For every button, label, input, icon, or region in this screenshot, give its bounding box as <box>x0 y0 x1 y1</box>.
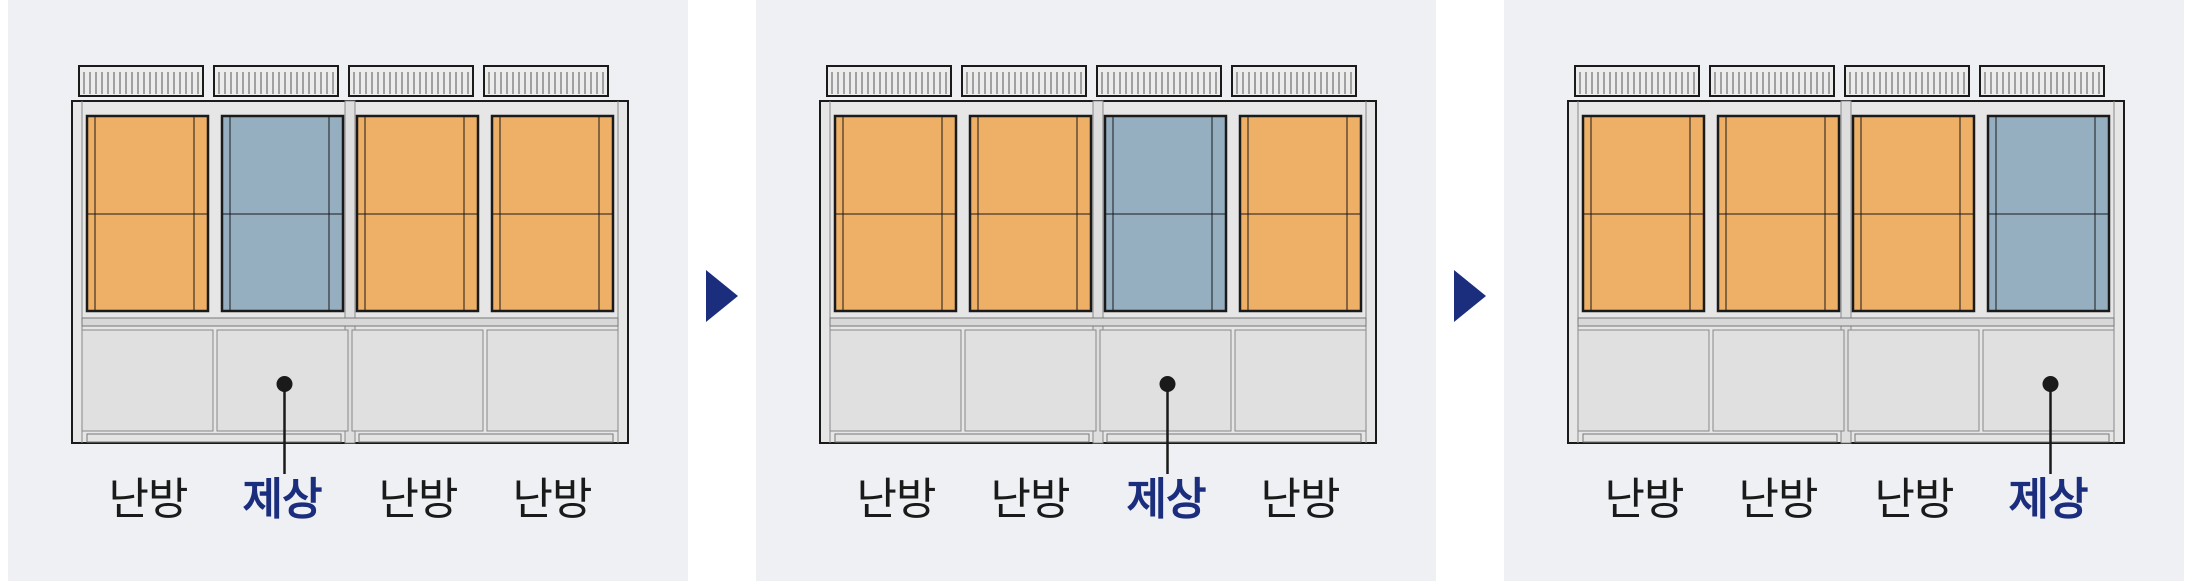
mid-rail <box>81 317 619 327</box>
fan-grille <box>78 65 204 97</box>
service-panel <box>1847 329 1980 432</box>
fan-grille <box>961 65 1087 97</box>
fan-grille <box>1979 65 2105 97</box>
base-rail <box>1582 433 1838 443</box>
fan-grille-slats <box>218 72 334 94</box>
outdoor-unit-drawing <box>819 65 1377 474</box>
stage-panel-1: 난방 제상 난방 난방 <box>8 0 688 581</box>
fan-grille <box>1844 65 1970 97</box>
mid-rail <box>829 317 1367 327</box>
fan-grille-slats <box>488 72 604 94</box>
service-panel <box>351 329 484 432</box>
base-rail <box>86 433 342 443</box>
outdoor-unit <box>71 64 629 474</box>
center-divider <box>344 100 356 444</box>
center-divider <box>1092 100 1104 444</box>
defrost-pointer-dot <box>2042 376 2059 392</box>
fan-grille <box>1096 65 1222 97</box>
base-rail <box>1854 433 2110 443</box>
fan-grille <box>483 65 609 97</box>
stage-panel-2: 난방 난방 제상 난방 <box>756 0 1436 581</box>
base-rail <box>834 433 1090 443</box>
module-label-3: 난방 <box>1874 474 1955 525</box>
defrost-pointer-dot <box>1159 376 1176 392</box>
right-triangle-arrow-icon <box>706 270 738 322</box>
fan-grille <box>213 65 339 97</box>
center-divider <box>1840 100 1852 444</box>
fan-grille-slats <box>1579 72 1695 94</box>
module-label-3: 난방 <box>378 474 459 525</box>
module-label-3: 제상 <box>1126 474 1207 525</box>
fan-grille-slats <box>353 72 469 94</box>
outdoor-unit <box>819 64 1377 474</box>
service-panel <box>1577 329 1710 432</box>
right-triangle-arrow-icon <box>1454 270 1486 322</box>
module-labels: 난방 제상 난방 난방 <box>71 470 629 540</box>
base-rail <box>1106 433 1362 443</box>
fan-grille-slats <box>1849 72 1965 94</box>
module-label-1: 난방 <box>108 474 189 525</box>
module-label-1: 난방 <box>1604 474 1685 525</box>
mid-rail <box>1577 317 2115 327</box>
module-label-2: 난방 <box>990 474 1071 525</box>
fan-grille <box>1709 65 1835 97</box>
module-label-1: 난방 <box>856 474 937 525</box>
outdoor-unit <box>1567 64 2125 474</box>
module-labels: 난방 난방 제상 난방 <box>819 470 1377 540</box>
fan-grille-slats <box>1984 72 2100 94</box>
module-label-4: 난방 <box>512 474 593 525</box>
service-panel <box>1712 329 1845 432</box>
base-rail <box>358 433 614 443</box>
module-labels: 난방 난방 난방 제상 <box>1567 470 2125 540</box>
service-panel <box>964 329 1097 432</box>
fan-grille <box>348 65 474 97</box>
service-panel <box>1234 329 1367 432</box>
fan-grille-slats <box>1236 72 1352 94</box>
fan-grille-slats <box>83 72 199 94</box>
fan-grille <box>1231 65 1357 97</box>
fan-grille-slats <box>831 72 947 94</box>
defrost-pointer-dot <box>276 376 293 392</box>
service-panel <box>486 329 619 432</box>
fan-grille-slats <box>1714 72 1830 94</box>
module-label-2: 제상 <box>242 474 323 525</box>
service-panel <box>829 329 962 432</box>
module-label-2: 난방 <box>1738 474 1819 525</box>
fan-grille-slats <box>966 72 1082 94</box>
stage-panel-3: 난방 난방 난방 제상 <box>1504 0 2184 581</box>
outdoor-unit-drawing <box>71 65 629 474</box>
fan-grille <box>1574 65 1700 97</box>
fan-grille-slats <box>1101 72 1217 94</box>
fan-grille <box>826 65 952 97</box>
module-label-4: 난방 <box>1260 474 1341 525</box>
module-label-4: 제상 <box>2008 474 2089 525</box>
outdoor-unit-drawing <box>1567 65 2125 474</box>
service-panel <box>81 329 214 432</box>
